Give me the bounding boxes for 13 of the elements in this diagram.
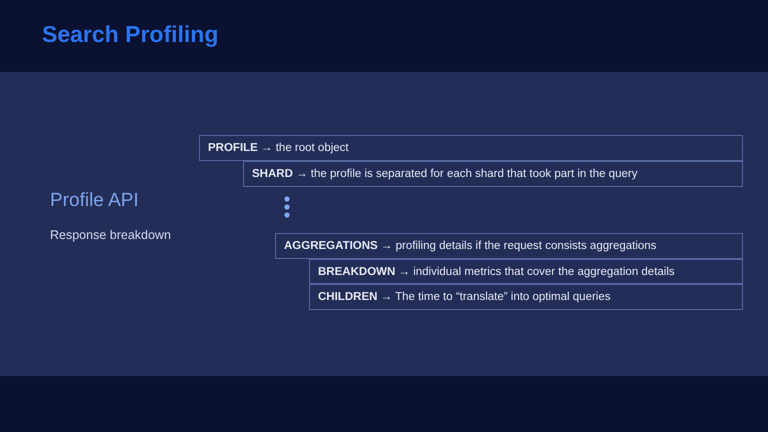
outlined-row-box	[309, 259, 743, 284]
subheading: Response breakdown	[50, 228, 171, 242]
row-description: SHARD → the profile is separated for each shard that took part in the query	[252, 167, 638, 181]
row-description: CHILDREN → The time to “translate” into optimal queries	[318, 290, 611, 304]
section-heading: Profile API	[50, 190, 139, 212]
outlined-row-box	[243, 161, 743, 187]
slide-title: Search Profiling	[42, 21, 218, 48]
row-description: AGGREGATIONS → profiling details if the request consists aggregations	[284, 239, 656, 253]
row-description: PROFILE → the root object	[208, 141, 349, 155]
row-description: BREAKDOWN → individual metrics that cover the aggregation details	[318, 264, 675, 278]
outlined-row-box	[309, 284, 743, 310]
outlined-row-box	[199, 135, 743, 161]
outlined-row-box	[275, 233, 743, 259]
